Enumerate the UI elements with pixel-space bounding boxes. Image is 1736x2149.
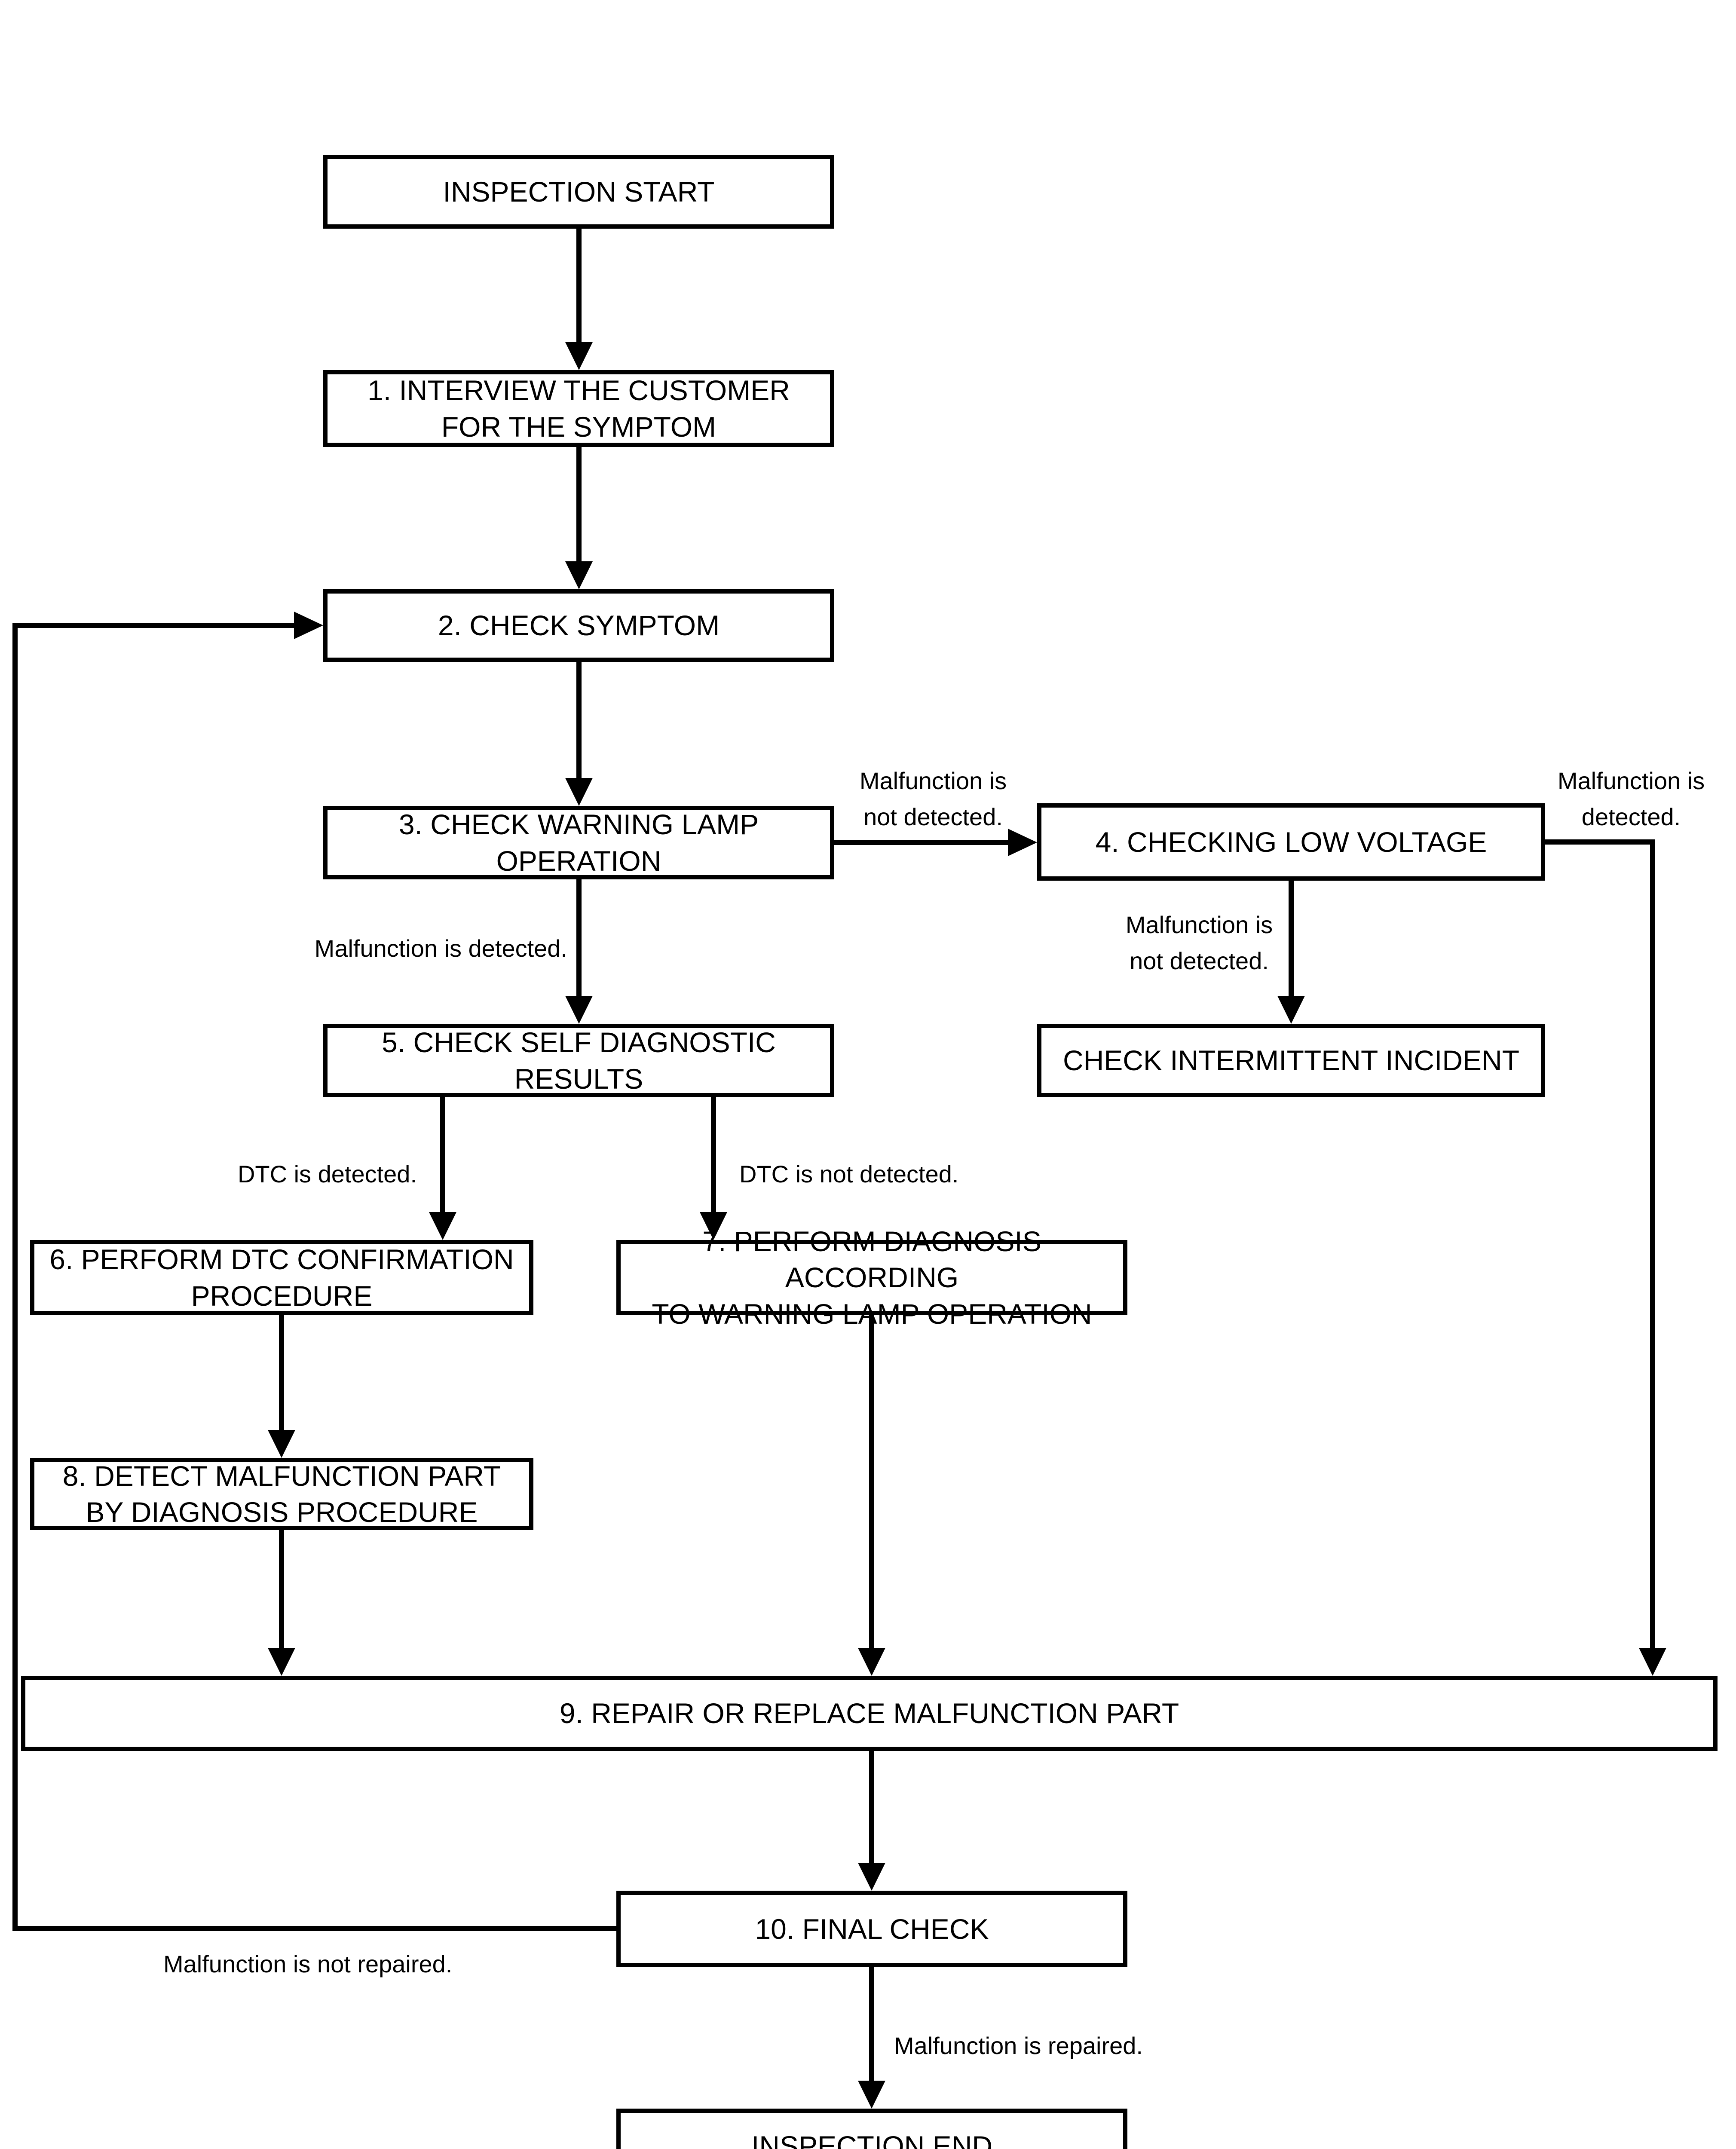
node-step9-repair-or-replace: 9. REPAIR OR REPLACE MALFUNCTION PART xyxy=(21,1676,1718,1751)
edge-step4-to-intermittent-line xyxy=(1289,881,1294,1000)
edge-label-lamp-malfunction-not-detected: Malfunction is not detected. xyxy=(859,767,1007,830)
edge-step7-to-step9-line xyxy=(869,1315,874,1652)
edge-step2-to-step3-line xyxy=(576,662,582,782)
node-step10-final-check: 10. FINAL CHECK xyxy=(616,1891,1127,1967)
edge-step4-to-step9-arrowhead-icon xyxy=(1639,1648,1666,1676)
edge-step8-to-step9-line xyxy=(279,1530,284,1652)
edge-step9-to-step10-line xyxy=(869,1751,874,1867)
edge-step2-to-step3-arrowhead-icon xyxy=(565,778,593,806)
edge-step3-to-step5-arrowhead-icon xyxy=(565,996,593,1024)
edge-step1-to-step2-arrowhead-icon xyxy=(565,561,593,589)
edge-label-dtc-not-detected: DTC is not detected. xyxy=(739,1160,959,1188)
edge-label-lamp-malfunction-detected: Malfunction is detected. xyxy=(314,935,567,962)
edge-start-to-step1-line xyxy=(576,229,582,346)
edge-step4-to-step9-horizontal-line xyxy=(1545,839,1655,845)
node-step1-interview-customer: 1. INTERVIEW THE CUSTOMER FOR THE SYMPTO… xyxy=(323,370,834,447)
edge-step10-to-end-arrowhead-icon xyxy=(858,2081,885,2109)
edge-step3-to-step4-line xyxy=(834,840,1011,845)
edge-label-voltage-malfunction-not-detected: Malfunction is not detected. xyxy=(1125,911,1273,974)
edge-label-voltage-malfunction-detected: Malfunction is detected. xyxy=(1557,767,1705,830)
node-step4-checking-low-voltage: 4. CHECKING LOW VOLTAGE xyxy=(1037,803,1545,881)
edge-step6-to-step8-line xyxy=(279,1315,284,1434)
edge-step5-to-step7-line xyxy=(711,1097,716,1216)
edge-step8-to-step9-arrowhead-icon xyxy=(268,1648,295,1676)
edge-step10-to-step2-bottom-line xyxy=(12,1926,616,1931)
edge-step3-to-step4-arrowhead-icon xyxy=(1008,829,1037,856)
edge-label-malfunction-not-repaired: Malfunction is not repaired. xyxy=(163,1950,453,1978)
edge-step7-to-step9-arrowhead-icon xyxy=(858,1648,885,1676)
edge-step10-to-step2-top-line xyxy=(12,623,296,628)
edge-start-to-step1-arrowhead-icon xyxy=(565,342,593,370)
edge-step1-to-step2-line xyxy=(576,447,582,566)
node-step2-check-symptom: 2. CHECK SYMPTOM xyxy=(323,589,834,662)
node-step8-detect-malfunction-part: 8. DETECT MALFUNCTION PART BY DIAGNOSIS … xyxy=(30,1458,533,1530)
edge-step9-to-step10-arrowhead-icon xyxy=(858,1863,885,1891)
edge-step4-to-step9-vertical-line xyxy=(1650,839,1655,1648)
node-inspection-end: INSPECTION END xyxy=(616,2109,1127,2149)
node-inspection-start: INSPECTION START xyxy=(323,155,834,229)
edge-step10-to-step2-arrowhead-icon xyxy=(294,612,323,639)
node-step7-diagnosis-warning-lamp: 7. PERFORM DIAGNOSIS ACCORDING TO WARNIN… xyxy=(616,1225,1127,1330)
edge-step4-to-intermittent-arrowhead-icon xyxy=(1277,996,1305,1024)
edge-step5-to-step6-arrowhead-icon xyxy=(429,1212,456,1240)
edge-step10-to-step2-vertical-line xyxy=(12,623,18,1931)
node-step3-check-warning-lamp: 3. CHECK WARNING LAMP OPERATION xyxy=(323,806,834,879)
edge-step6-to-step8-arrowhead-icon xyxy=(268,1430,295,1458)
edge-step3-to-step5-line xyxy=(576,879,582,1000)
edge-step10-to-end-line xyxy=(869,1967,874,2085)
node-check-intermittent-incident: CHECK INTERMITTENT INCIDENT xyxy=(1037,1024,1545,1097)
node-step5-check-self-diagnostic: 5. CHECK SELF DIAGNOSTIC RESULTS xyxy=(323,1024,834,1097)
edge-step5-to-step7-arrowhead-icon xyxy=(700,1212,727,1240)
edge-step5-to-step6-line xyxy=(440,1097,445,1216)
node-step6-dtc-confirmation: 6. PERFORM DTC CONFIRMATION PROCEDURE xyxy=(30,1240,533,1315)
edge-label-dtc-detected: DTC is detected. xyxy=(237,1160,417,1188)
edge-label-malfunction-repaired: Malfunction is repaired. xyxy=(894,2032,1143,2059)
